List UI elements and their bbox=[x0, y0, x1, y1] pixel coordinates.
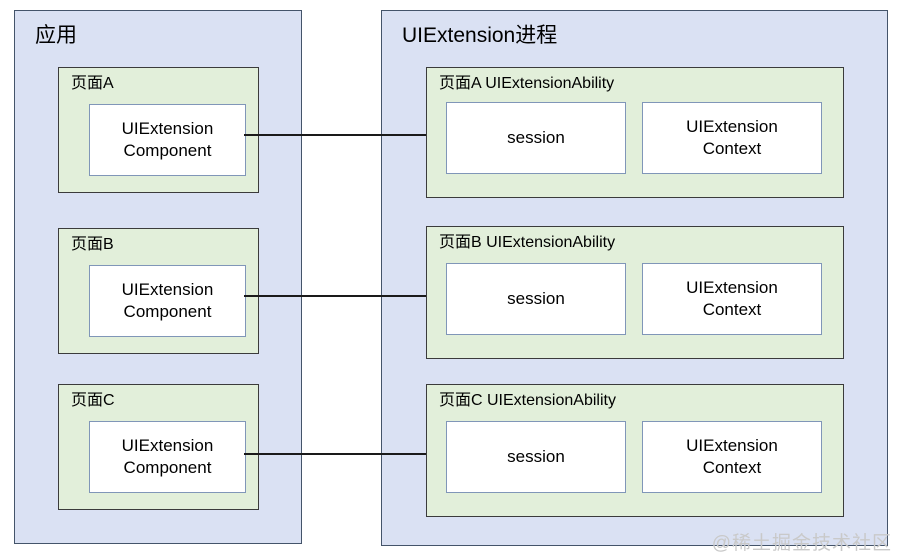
page-c-component-line2: Component bbox=[123, 458, 212, 477]
page-a-ability-group: 页面A UIExtensionAbility session UIExtensi… bbox=[426, 67, 844, 198]
page-c-ability-title: 页面C UIExtensionAbility bbox=[439, 392, 616, 409]
page-b-component-line2: Component bbox=[123, 302, 212, 321]
page-b-context-line1: UIExtension bbox=[686, 277, 778, 297]
connector-page-a bbox=[244, 134, 426, 136]
page-a-group: 页面A UIExtension Component bbox=[58, 67, 259, 193]
page-a-uiextension-context-box[interactable]: UIExtension Context bbox=[642, 102, 822, 174]
page-a-uiextension-component[interactable]: UIExtension Component bbox=[89, 104, 246, 176]
page-c-group: 页面C UIExtension Component bbox=[58, 384, 259, 510]
app-process-panel: 应用 页面A UIExtension Component 页面B UIExten… bbox=[14, 10, 302, 544]
app-process-title: 应用 bbox=[35, 24, 77, 47]
page-b-session-label: session bbox=[507, 288, 565, 308]
page-c-context-line1: UIExtension bbox=[686, 435, 778, 455]
page-a-title: 页面A bbox=[71, 75, 114, 92]
page-a-session-label: session bbox=[507, 127, 565, 147]
page-c-title: 页面C bbox=[71, 392, 115, 409]
page-b-ability-title: 页面B UIExtensionAbility bbox=[439, 234, 616, 251]
watermark: @稀土掘金技术社区 bbox=[711, 533, 892, 554]
connector-page-b bbox=[244, 295, 426, 297]
page-c-session-box[interactable]: session bbox=[446, 421, 626, 493]
page-a-context-line2: Context bbox=[702, 139, 762, 158]
uiextension-process-panel: UIExtension进程 页面A UIExtensionAbility ses… bbox=[381, 10, 888, 546]
connector-page-c bbox=[244, 453, 426, 455]
uiextension-process-title: UIExtension进程 bbox=[402, 24, 558, 47]
page-b-session-box[interactable]: session bbox=[446, 263, 626, 335]
page-b-component-line1: UIExtension bbox=[121, 279, 214, 299]
page-c-session-label: session bbox=[507, 446, 565, 466]
page-b-title: 页面B bbox=[71, 236, 114, 253]
page-c-uiextension-context-box[interactable]: UIExtension Context bbox=[642, 421, 822, 493]
page-b-uiextension-context-box[interactable]: UIExtension Context bbox=[642, 263, 822, 335]
page-b-context-line2: Context bbox=[702, 300, 762, 319]
page-b-group: 页面B UIExtension Component bbox=[58, 228, 259, 354]
page-c-ability-group: 页面C UIExtensionAbility session UIExtensi… bbox=[426, 384, 844, 517]
page-b-uiextension-component[interactable]: UIExtension Component bbox=[89, 265, 246, 337]
page-c-uiextension-component[interactable]: UIExtension Component bbox=[89, 421, 246, 493]
page-a-ability-title: 页面A UIExtensionAbility bbox=[439, 75, 615, 92]
page-a-context-line1: UIExtension bbox=[686, 116, 778, 136]
page-c-context-line2: Context bbox=[702, 458, 762, 477]
page-c-component-line1: UIExtension bbox=[121, 435, 214, 455]
page-a-session-box[interactable]: session bbox=[446, 102, 626, 174]
page-b-ability-group: 页面B UIExtensionAbility session UIExtensi… bbox=[426, 226, 844, 359]
page-a-component-line1: UIExtension bbox=[121, 118, 214, 138]
page-a-component-line2: Component bbox=[123, 141, 212, 160]
